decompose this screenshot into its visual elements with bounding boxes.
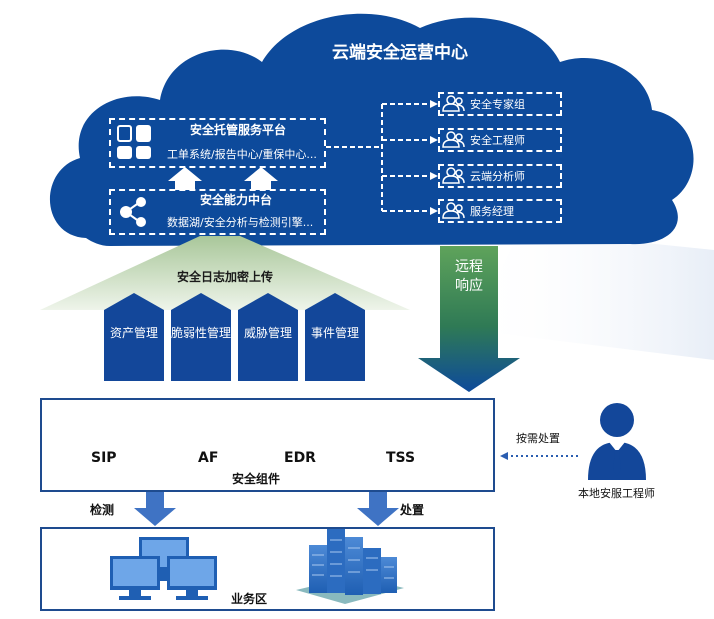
cloud-title: 云端安全运营中心 xyxy=(332,43,468,63)
role-box-engineer xyxy=(438,128,562,152)
role-label-0: 安全专家组 xyxy=(470,98,525,111)
brand-label-af: SANGFOR xyxy=(214,410,247,417)
security-components-label: 安全组件 xyxy=(232,472,281,486)
up-arrow-right xyxy=(244,167,278,190)
management-houses xyxy=(104,293,365,381)
dispose-arrow xyxy=(357,492,399,526)
device-label-af: AF xyxy=(198,450,219,466)
dispose-label: 处置 xyxy=(400,503,425,517)
role-label-1: 安全工程师 xyxy=(470,134,525,147)
brand-label-tss: SANGFOR xyxy=(412,410,445,417)
upload-triangle xyxy=(40,236,410,310)
platform-title: 安全托管服务平台 xyxy=(190,123,287,137)
role-person-icons xyxy=(442,95,465,219)
capability-subtitle: 数据湖/安全分析与检测引擎... xyxy=(167,216,314,229)
detect-label: 检测 xyxy=(90,503,115,517)
security-components-box xyxy=(40,398,495,492)
role-box-analyst xyxy=(438,164,562,188)
upload-label: 安全日志加密上传 xyxy=(176,270,273,284)
mgmt-label-0: 资产管理 xyxy=(109,326,158,340)
servers xyxy=(296,528,404,604)
remote-response-arrow xyxy=(418,246,520,392)
device-label-edr: EDR xyxy=(284,450,316,466)
mgmt-label-3: 事件管理 xyxy=(310,326,359,340)
remote-response-label: 远程 响应 xyxy=(455,259,483,294)
device-label-tss: TSS xyxy=(386,450,416,466)
on-demand-label: 按需处置 xyxy=(516,432,560,445)
role-box-experts xyxy=(438,92,562,116)
mgmt-label-2: 威胁管理 xyxy=(243,326,292,340)
brand-label-sip: SANGFOR xyxy=(114,410,147,417)
business-zone-label: 业务区 xyxy=(231,592,268,606)
engineer-figure xyxy=(588,403,646,480)
on-demand-arrowhead xyxy=(500,452,508,460)
platform-subtitle: 工单系统/报告中心/重保中心... xyxy=(167,148,317,161)
role-box-manager xyxy=(438,199,562,223)
role-label-2: 云端分析师 xyxy=(470,170,525,183)
device-label-sip: SIP xyxy=(91,450,117,466)
role-connectors xyxy=(326,103,432,212)
background-wedge xyxy=(470,230,714,360)
detect-arrow xyxy=(134,492,176,526)
platform-box xyxy=(109,118,326,168)
business-zone-box xyxy=(40,527,495,611)
capability-box xyxy=(109,189,326,235)
engineer-label: 本地安服工程师 xyxy=(578,487,655,500)
grid-icon xyxy=(117,125,151,159)
up-arrow-left xyxy=(168,167,202,190)
brand-label-edr: SANGFOR xyxy=(312,410,345,417)
mgmt-label-1: 脆弱性管理 xyxy=(170,326,231,340)
computers xyxy=(110,537,217,600)
capability-title: 安全能力中台 xyxy=(200,193,273,207)
network-nodes-icon xyxy=(120,197,146,227)
role-label-3: 服务经理 xyxy=(470,205,514,218)
role-arrowheads xyxy=(430,100,438,215)
